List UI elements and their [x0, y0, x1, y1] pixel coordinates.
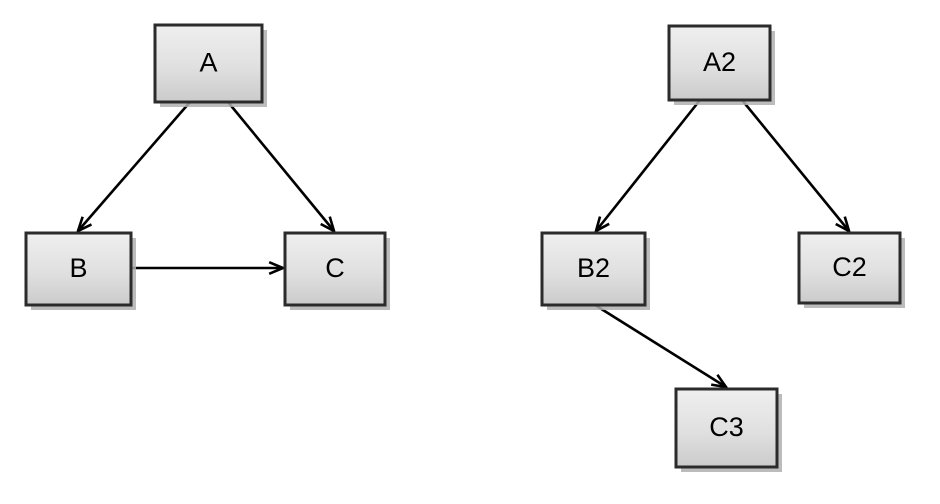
graph-right-edges — [593, 99, 852, 389]
node-A2[interactable]: A2 — [667, 24, 775, 105]
arrowhead-icon — [710, 373, 729, 389]
edge-A2-B2[interactable] — [593, 99, 702, 234]
node-C2[interactable]: C2 — [797, 231, 905, 308]
node-B[interactable]: B — [24, 231, 136, 310]
node-box[interactable] — [540, 231, 647, 307]
node-box[interactable] — [797, 231, 902, 305]
node-label: B2 — [577, 253, 610, 283]
edge-B-C[interactable] — [131, 260, 287, 276]
node-box[interactable] — [674, 387, 779, 469]
node-label: B — [69, 253, 87, 283]
node-C3[interactable]: C3 — [674, 387, 782, 472]
arrowhead-icon — [835, 216, 852, 234]
arrowhead-icon — [75, 216, 93, 234]
edge-line — [77, 101, 191, 232]
edge-layer — [75, 99, 852, 389]
edge-line — [594, 99, 702, 232]
node-box[interactable] — [24, 231, 133, 307]
graph-left-edges — [75, 101, 337, 276]
edge-A-B[interactable] — [75, 101, 191, 234]
edge-line — [594, 303, 727, 389]
node-label: C2 — [832, 252, 867, 282]
node-C[interactable]: C — [283, 231, 390, 310]
edge-A-C[interactable] — [226, 101, 337, 234]
node-label: A2 — [703, 47, 736, 77]
edge-A2-C2[interactable] — [740, 99, 852, 234]
arrowhead-icon — [593, 216, 610, 234]
node-box[interactable] — [283, 231, 387, 307]
edge-line — [226, 101, 336, 232]
node-box[interactable] — [667, 24, 772, 102]
node-label: C3 — [709, 412, 744, 442]
arrowhead-icon — [268, 260, 287, 276]
graph-left-nodes: A B C — [24, 23, 390, 310]
node-box[interactable] — [153, 23, 264, 104]
edge-line — [740, 99, 851, 232]
arrowhead-icon — [320, 216, 337, 234]
node-B2[interactable]: B2 — [540, 231, 650, 310]
node-label: C — [325, 253, 345, 283]
edge-B2-C3[interactable] — [594, 303, 729, 389]
node-A[interactable]: A — [153, 23, 267, 107]
node-label: A — [199, 48, 217, 78]
